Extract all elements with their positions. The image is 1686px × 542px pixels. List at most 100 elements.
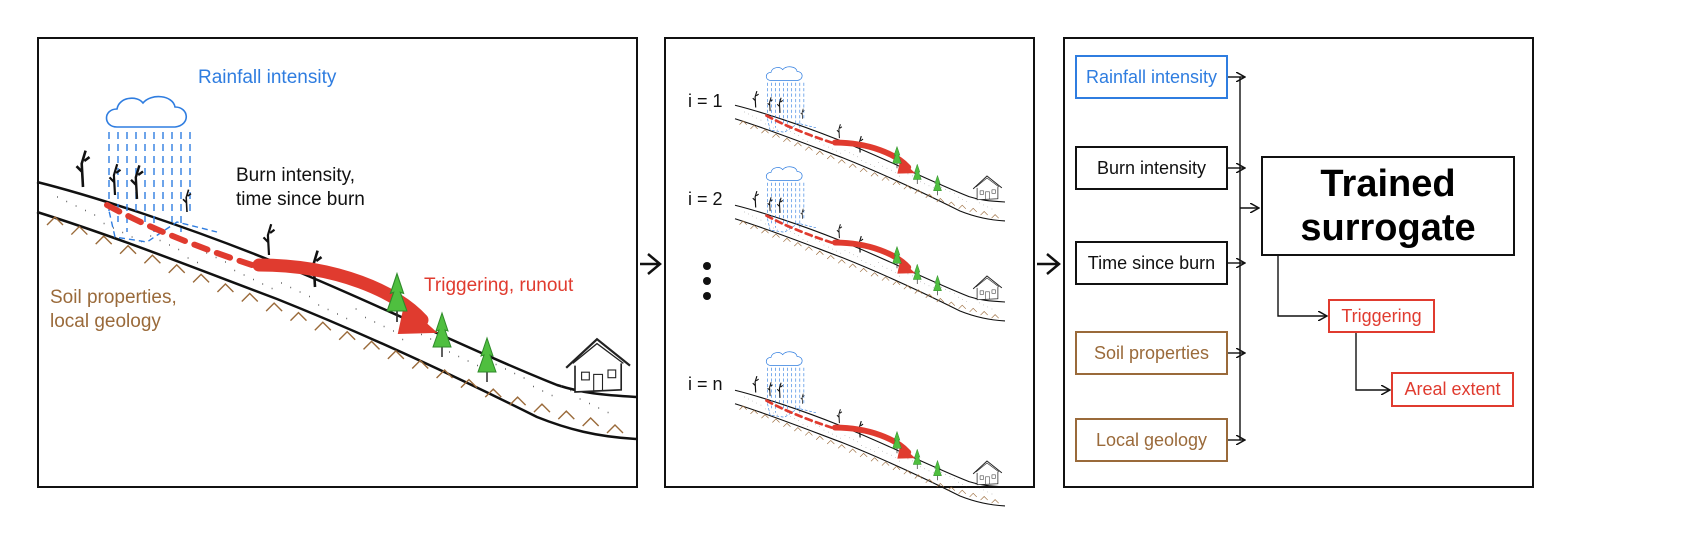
thumb-2-infiltration-outline xyxy=(766,214,817,233)
surrogate-to-triggering-arrow xyxy=(1277,256,1326,316)
thumb-n-scene xyxy=(734,351,1006,507)
trained-surrogate-line1: Trained xyxy=(1320,163,1456,205)
thumb-2-tree-3-crown xyxy=(933,274,942,291)
main-infiltration-outline xyxy=(106,201,218,243)
thumb-2-house-window-left xyxy=(979,290,984,295)
output-box-triggering: Triggering xyxy=(1328,299,1435,333)
thumb-n-runout-arrow-head xyxy=(897,444,916,459)
thumb-1-tree-1-crown xyxy=(892,145,902,164)
thumb-1-house-roof xyxy=(972,175,1003,190)
thumb-2-burnt-tree-4 xyxy=(800,208,805,219)
main-tree-3-crown xyxy=(477,336,497,373)
thumb-1-runout-dashed xyxy=(765,114,834,144)
burn-intensity-label: Burn intensity, xyxy=(236,165,355,186)
main-house-roof xyxy=(565,337,631,369)
thumb-n-burnt-tree-2 xyxy=(767,382,773,397)
thumb-1-bedrock-line xyxy=(734,118,1006,222)
thumb-1-rain-streaks xyxy=(767,82,805,128)
arrow-panel2-to-panel3 xyxy=(1037,253,1061,275)
thumb-2-runout-dashed xyxy=(765,214,834,244)
thumb-n-house-roof-inner xyxy=(975,462,1000,473)
thumb-n-soil-stipple xyxy=(744,396,993,495)
thumb-n-bedrock-line xyxy=(734,403,1006,507)
main-house-window-left xyxy=(581,371,590,381)
main-rain-cloud xyxy=(105,95,188,128)
main-soil-hatching xyxy=(46,216,624,434)
iteration-label-n: i = n xyxy=(688,374,723,394)
thumb-1-burnt-tree-4 xyxy=(800,108,805,119)
thumb-2-tree-2-crown xyxy=(912,263,922,280)
thumb-2-house-window-right xyxy=(991,289,996,294)
thumb-n-house-roof xyxy=(972,460,1003,475)
main-burnt-tree-4 xyxy=(182,189,192,213)
thumb-1-scene xyxy=(734,66,1006,222)
triggering-runout-label: Triggering, runout xyxy=(424,275,574,296)
thumb-2-burnt-tree-1 xyxy=(752,190,759,208)
ellipsis-dot-3 xyxy=(703,292,711,300)
thumb-2-house-roof-inner xyxy=(975,277,1000,288)
thumb-1-house-window-left xyxy=(979,190,984,195)
thumb-n-infiltration-outline xyxy=(766,399,817,418)
main-runout-arrow-head xyxy=(397,303,438,335)
thumb-1-soil-hatching xyxy=(739,120,999,219)
thumb-2-rain-cloud xyxy=(765,166,803,181)
time-since-burn-label: time since burn xyxy=(236,189,365,210)
thumb-1-soil-stipple xyxy=(744,111,993,210)
thumb-n-burnt-tree-4 xyxy=(800,393,805,404)
ellipsis-dot-2 xyxy=(703,277,711,285)
arrow-panel1-to-panel2 xyxy=(640,253,662,275)
thumb-1-burnt-tree-2 xyxy=(767,97,773,112)
thumb-1-burnt-tree-5 xyxy=(836,124,843,139)
thumb-n-burnt-tree-1 xyxy=(752,375,759,393)
panel-ensemble xyxy=(664,37,1035,488)
thumb-1-tree-2-crown xyxy=(912,163,922,180)
thumb-n-house-window-right xyxy=(991,474,996,479)
trained-surrogate-box: Trained surrogate xyxy=(1261,156,1515,256)
thumb-n-house-window-left xyxy=(979,475,984,480)
thumb-1-rain-cloud xyxy=(765,66,803,81)
output-box-areal-extent: Areal extent xyxy=(1391,372,1514,407)
thumb-2-burnt-tree-3 xyxy=(776,197,784,213)
main-house-roof-inner xyxy=(572,342,624,364)
thumb-2-soil-hatching xyxy=(739,220,999,319)
iteration-label-2: i = 2 xyxy=(688,189,723,209)
thumb-n-rain-cloud xyxy=(765,351,803,366)
thumb-n-tree-1-crown xyxy=(892,430,902,449)
thumb-1-tree-3-crown xyxy=(933,174,942,191)
ellipsis-dot-1 xyxy=(703,262,711,270)
thumb-n-burnt-tree-3 xyxy=(776,382,784,398)
soil-properties-label: Soil properties, xyxy=(50,287,177,308)
thumb-n-runout-dashed xyxy=(765,399,834,429)
main-tree-1-crown xyxy=(386,271,408,312)
main-rain-streaks xyxy=(108,132,191,232)
main-burnt-tree-1 xyxy=(75,150,91,188)
thumb-1-burnt-tree-3 xyxy=(776,97,784,113)
input-box-local-geology: Local geology xyxy=(1075,418,1228,462)
thumb-n-tree-3-crown xyxy=(933,459,942,476)
thumb-2-burnt-tree-5 xyxy=(836,224,843,239)
thumb-1-runout-arrow-head xyxy=(897,159,916,174)
main-burnt-tree-5 xyxy=(262,223,276,256)
thumb-n-burnt-tree-5 xyxy=(836,409,843,424)
thumb-2-rain-streaks xyxy=(767,182,805,228)
main-tree-2-crown xyxy=(432,311,452,348)
thumb-2-bedrock-line xyxy=(734,218,1006,322)
input-box-time-since-burn: Time since burn xyxy=(1075,241,1228,285)
thumb-2-scene xyxy=(734,166,1006,322)
main-burnt-tree-3 xyxy=(130,165,144,200)
main-runout-dashed xyxy=(104,202,255,268)
thumb-2-house-roof xyxy=(972,275,1003,290)
input-box-rainfall-intensity: Rainfall intensity xyxy=(1075,55,1228,99)
input-box-burn-intensity: Burn intensity xyxy=(1075,146,1228,190)
thumb-1-house-door xyxy=(985,191,990,200)
thumb-n-soil-hatching xyxy=(739,405,999,504)
local-geology-label: local geology xyxy=(50,311,161,332)
main-burnt-tree-2 xyxy=(108,163,122,196)
main-bedrock-line xyxy=(36,210,638,441)
main-scene xyxy=(36,95,638,441)
thumb-1-house-window-right xyxy=(991,189,996,194)
input-box-soil-properties: Soil properties xyxy=(1075,331,1228,375)
iteration-label-1: i = 1 xyxy=(688,91,723,111)
main-house-door xyxy=(593,373,604,392)
